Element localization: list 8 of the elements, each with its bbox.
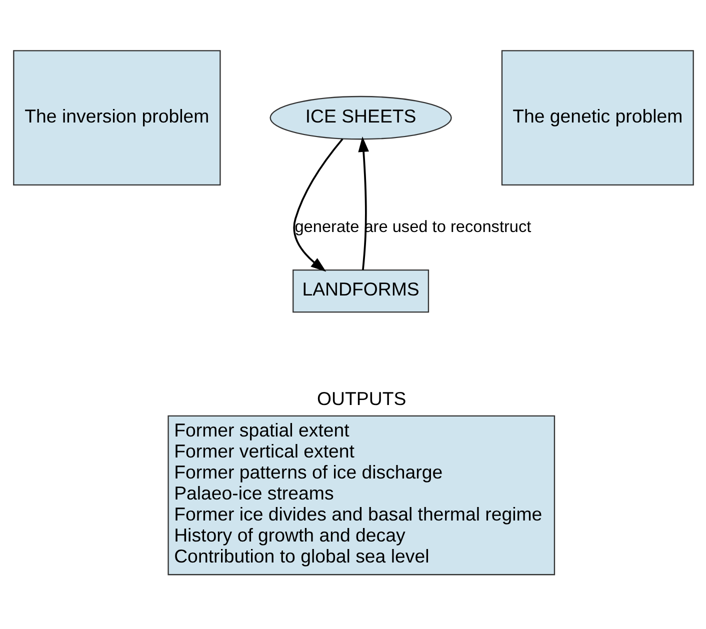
node-ellipse: ICE SHEETS	[269, 95, 452, 140]
node-box: The genetic problem	[500, 50, 694, 185]
node-box: LANDFORMS	[292, 269, 429, 312]
arrow	[358, 136, 368, 270]
node-label: OUTPUTS	[316, 388, 406, 409]
node-box: The inversion problem	[12, 50, 220, 185]
edge-label: generate	[294, 217, 359, 236]
arrow	[292, 138, 343, 272]
